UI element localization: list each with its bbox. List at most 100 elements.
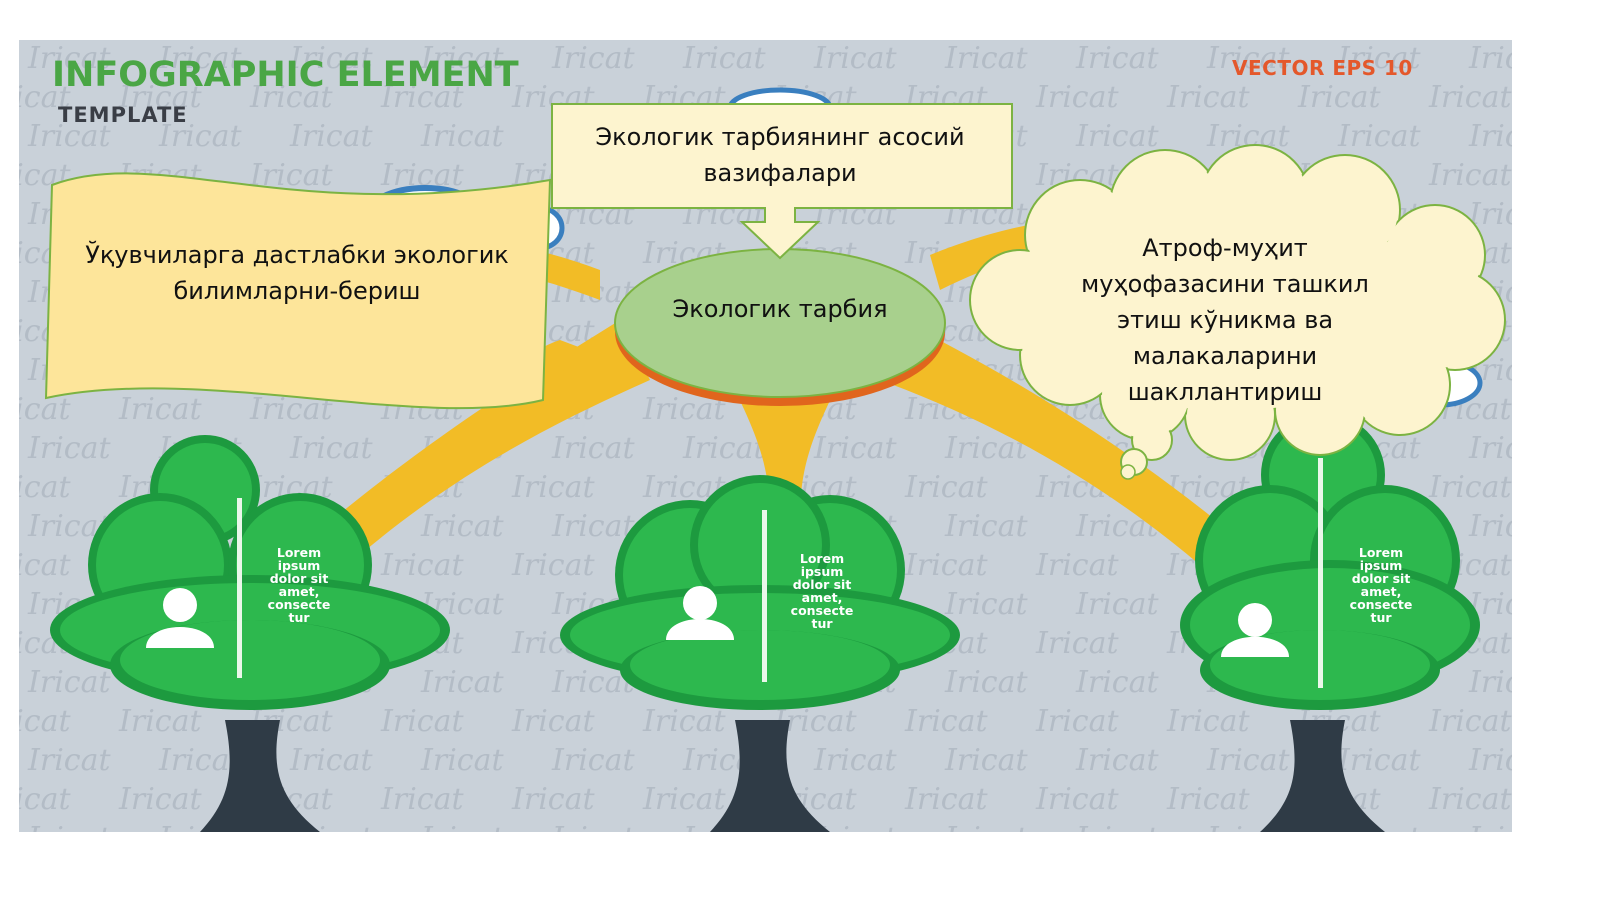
- watermark-word: Iricat: [27, 431, 111, 466]
- watermark-word: Iricat: [1559, 314, 1600, 349]
- watermark-word: Iricat: [380, 548, 464, 583]
- watermark-word: Iricat: [1468, 431, 1552, 466]
- center-node: [614, 248, 946, 406]
- watermark-word: Iricat: [420, 743, 504, 778]
- watermark-word: Iricat: [380, 782, 464, 817]
- watermark-word: Iricat: [249, 80, 333, 115]
- watermark-word: Iricat: [1297, 80, 1381, 115]
- tree-middle: [560, 475, 960, 832]
- stock-title: INFOGRAPHIC ELEMENT: [52, 55, 519, 95]
- watermark-word: Iricat: [0, 80, 71, 115]
- watermark-word: Iricat: [118, 704, 202, 739]
- watermark-word: Iricat: [420, 665, 504, 700]
- watermark-word: Iricat: [118, 392, 202, 427]
- watermark-word: Iricat: [1559, 470, 1600, 505]
- cloud-text: Атроф-муҳит муҳофазасини ташкил этиш кўн…: [1081, 234, 1369, 406]
- watermark-word: Iricat: [682, 431, 766, 466]
- watermark-word: Iricat: [380, 80, 464, 115]
- watermark-word: Iricat: [118, 782, 202, 817]
- tree-left: [50, 435, 450, 832]
- watermark-word: Iricat: [1428, 704, 1512, 739]
- watermark-word: Iricat: [1337, 41, 1421, 76]
- watermark-word: Iricat: [813, 743, 897, 778]
- left-banner-text: Ўқувчиларга дастлабки экологик билимларн…: [85, 241, 509, 305]
- watermark-word: Iricat: [27, 743, 111, 778]
- watermark-word: Iricat: [944, 743, 1028, 778]
- watermark-word: Iricat: [1075, 665, 1159, 700]
- watermark-word: Iricat: [289, 431, 373, 466]
- watermark-word: Iricat: [1035, 782, 1119, 817]
- watermark-word: Iricat: [813, 821, 897, 856]
- watermark-word: Iricat: [27, 41, 111, 76]
- watermark-word: Iricat: [27, 821, 111, 856]
- watermark-word: Iricat: [944, 665, 1028, 700]
- watermark-word: Iricat: [511, 704, 595, 739]
- watermark-word: Iricat: [511, 548, 595, 583]
- watermark-word: Iricat: [1206, 743, 1290, 778]
- watermark-word: Iricat: [158, 41, 242, 76]
- watermark-word: Iricat: [904, 782, 988, 817]
- watermark-word: Iricat: [0, 470, 71, 505]
- watermark-word: Iricat: [0, 782, 71, 817]
- watermark-word: Iricat: [1075, 41, 1159, 76]
- watermark-word: Iricat: [158, 743, 242, 778]
- watermark-word: Iricat: [813, 431, 897, 466]
- watermark-word: Iricat: [1166, 704, 1250, 739]
- watermark-word: Iricat: [1559, 782, 1600, 817]
- watermark-word: Iricat: [511, 782, 595, 817]
- watermark-word: Iricat: [1559, 158, 1600, 193]
- watermark-word: Iricat: [1166, 782, 1250, 817]
- watermark-word: Iricat: [1206, 41, 1290, 76]
- watermark-word: Iricat: [0, 548, 71, 583]
- watermark-word: Iricat: [118, 80, 202, 115]
- watermark-word: Iricat: [1559, 392, 1600, 427]
- watermark-word: Iricat: [1337, 743, 1421, 778]
- watermark-word: Iricat: [551, 509, 635, 544]
- stock-subtitle: TEMPLATE: [58, 103, 188, 127]
- watermark-word: Iricat: [904, 470, 988, 505]
- watermark-word: Iricat: [511, 470, 595, 505]
- watermark-word: Iricat: [1075, 119, 1159, 154]
- watermark-word: Iricat: [1468, 743, 1552, 778]
- watermark-word: Iricat: [1559, 704, 1600, 739]
- watermark-word: Iricat: [1035, 704, 1119, 739]
- watermark-word: Iricat: [0, 392, 71, 427]
- watermark-word: Iricat: [1075, 743, 1159, 778]
- watermark-word: Iricat: [158, 821, 242, 856]
- tree-middle-lorem: Lorem ipsum dolor sit amet, consecte tur: [790, 551, 854, 631]
- watermark-word: Iricat: [1468, 41, 1552, 76]
- top-callout-box: [551, 103, 1013, 260]
- watermark-word: Iricat: [380, 704, 464, 739]
- watermark-word: Iricat: [1468, 509, 1552, 544]
- watermark-word: Iricat: [1468, 821, 1552, 856]
- watermark-word: Iricat: [27, 665, 111, 700]
- watermark-word: Iricat: [289, 821, 373, 856]
- watermark-word: Iricat: [420, 41, 504, 76]
- tree-right-lorem: Lorem ipsum dolor sit amet, consecte tur: [1349, 545, 1413, 625]
- watermark-word: Iricat: [1559, 626, 1600, 661]
- watermark-word: Iricat: [1428, 158, 1512, 193]
- watermark-word: Iricat: [1428, 470, 1512, 505]
- watermark-word: Iricat: [551, 821, 635, 856]
- watermark-word: Iricat: [1468, 119, 1552, 154]
- watermark-word: Iricat: [1075, 821, 1159, 856]
- watermark-word: Iricat: [1559, 548, 1600, 583]
- tree-right: [1180, 413, 1480, 832]
- watermark-word: Iricat: [1166, 80, 1250, 115]
- watermark-word: Iricat: [944, 821, 1028, 856]
- watermark-word: Iricat: [642, 782, 726, 817]
- watermark-word: Iricat: [551, 743, 635, 778]
- left-banner: [44, 172, 552, 410]
- watermark-word: Iricat: [1468, 197, 1552, 232]
- center-node-text: Экологик тарбия: [672, 295, 888, 323]
- watermark-word: Iricat: [904, 548, 988, 583]
- watermark-word: Iricat: [1428, 782, 1512, 817]
- watermark-word: Iricat: [944, 509, 1028, 544]
- watermark-word: Iricat: [944, 587, 1028, 622]
- watermark-word: Iricat: [420, 119, 504, 154]
- watermark-word: Iricat: [682, 41, 766, 76]
- thought-cloud-fill: [972, 147, 1503, 458]
- watermark-word: Iricat: [944, 41, 1028, 76]
- watermark-word: Iricat: [420, 821, 504, 856]
- watermark-word: Iricat: [904, 704, 988, 739]
